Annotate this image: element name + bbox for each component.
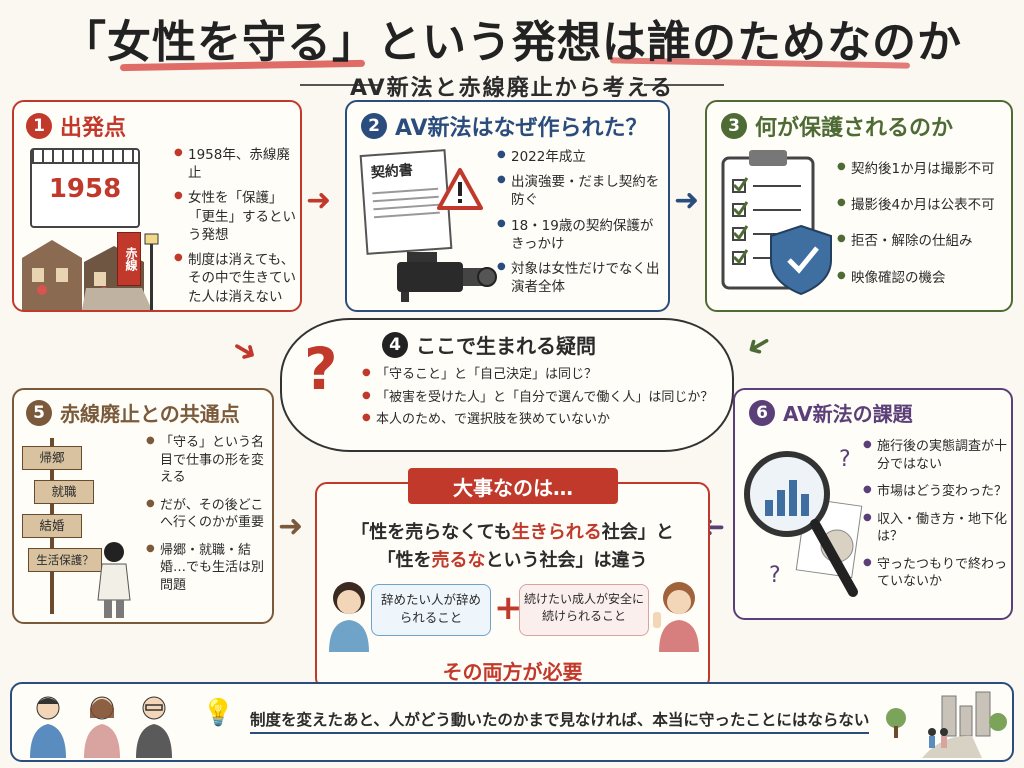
section-1-bullets: 1958年、赤線廃止 女性を「保護」「更生」するという発想 制度は消えても、その… — [174, 146, 298, 313]
section-2-bullets: 2022年成立 出演強要・だまし契約を防ぐ 18・19歳の契約保護がきっかけ 対… — [497, 148, 663, 304]
list-item: 制度は消えても、その中で生きていた人は消えない — [174, 251, 298, 306]
section-5-number: 5 — [26, 399, 52, 426]
list-item: 拒否・解除の仕組み — [837, 232, 1007, 250]
section-3-bullets: 契約後1か月は撮影不可 撮影後4か月は公表不可 拒否・解除の仕組み 映像確認の機… — [837, 160, 1007, 294]
center-conclusion-box: 「性を売らなくても生きられる社会」と 「性を売るなという社会」は違う 辞めたい人… — [315, 482, 710, 690]
list-item: 対象は女性だけでなく出演者全体 — [497, 260, 663, 296]
section-5-heading: 5 赤線廃止との共通点 — [26, 398, 240, 427]
section-3-heading: 3 何が保護されるのか — [721, 110, 953, 142]
section-4-thought-cloud: ? 4 ここで生まれる疑問 「守ること」と「自己決定」は同じ？ 「被害を受けた人… — [280, 318, 734, 452]
bottom-message: 制度を変えたあと、人がどう動いたのかまで見なければ、本当に守ったことにはならない — [250, 708, 870, 734]
section-1-number: 1 — [26, 113, 52, 139]
list-item: 「守ること」と「自己決定」は同じ？ — [362, 366, 722, 384]
list-item: 「被害を受けた人」と「自分で選んで働く人」は同じか？ — [362, 389, 722, 407]
section-2-heading: 2 AV新法はなぜ作られた？ — [361, 110, 648, 142]
section-6-title: AV新法の課題 — [783, 402, 913, 426]
section-6: 6 AV新法の課題 ? ? 施行後の実態調査が十分ではない 市場はどう変わった？… — [733, 388, 1013, 620]
list-item: 女性を「保護」「更生」するという発想 — [174, 189, 298, 244]
center-line-2: 「性を売るなという社会」は違う — [377, 550, 648, 571]
list-item: 本人のため、で選択肢を狭めていないか — [362, 411, 722, 429]
section-1-heading: 1 出発点 — [26, 110, 126, 142]
left-speech-bubble: 辞めたい人が辞められること — [371, 584, 491, 636]
magnifier-chart-icon: ? ? — [744, 447, 863, 597]
city-path-icon — [886, 691, 1007, 758]
section-6-bullets: 施行後の実態調査が十分ではない 市場はどう変わった？ 収入・働き方・地下化は？ … — [863, 438, 1009, 598]
section-5-title: 赤線廃止との共通点 — [60, 402, 240, 426]
lightbulb-icon: 💡 — [202, 698, 235, 728]
section-1: 1 出発点 1958 赤線 1958年、赤線廃止 女性を「保護」「更生」するとい… — [12, 100, 302, 312]
svg-text:?: ? — [769, 563, 781, 588]
svg-text:?: ? — [839, 447, 851, 472]
calendar-year: 1958 — [48, 174, 122, 204]
list-item: 施行後の実態調査が十分ではない — [863, 438, 1009, 473]
list-item: 出演強要・だまし契約を防ぐ — [497, 173, 663, 209]
list-item: 18・19歳の契約保護がきっかけ — [497, 217, 663, 253]
list-item: 市場はどう変わった？ — [863, 483, 1009, 501]
section-6-number: 6 — [749, 399, 775, 426]
section-5: 5 赤線廃止との共通点 帰郷 就職 結婚 生活保護？ 「守る」という名目で仕事の… — [12, 388, 274, 624]
arrow-right-icon: ➜ — [674, 183, 700, 218]
right-speech-bubble: 続けたい成人が安全に続けられること — [519, 584, 649, 636]
section-4-number: 4 — [382, 331, 408, 358]
section-1-title: 出発点 — [60, 116, 127, 141]
section-3-title: 何が保護されるのか — [755, 116, 954, 141]
list-item: 「守る」という名目で仕事の形を変える — [146, 434, 270, 487]
page-subtitle: AV新法と赤線廃止から考える — [350, 76, 674, 101]
sign-homecoming: 帰郷 — [22, 446, 82, 470]
woman-left-avatar — [329, 582, 369, 652]
arrow-right-icon: ➜ — [306, 183, 332, 218]
plus-icon: + — [494, 588, 523, 628]
red-light-sign: 赤線 — [117, 232, 141, 286]
people-group-icon — [30, 696, 172, 758]
sign-marriage: 結婚 — [22, 514, 82, 538]
section-3: 3 何が保護されるのか 契約後1か月は撮影不可 撮影後4か月は公表不可 拒否・解… — [705, 100, 1013, 312]
list-item: 守ったつもりで終わっていないか — [863, 556, 1009, 591]
arrow-down-right-icon: ➜ — [225, 329, 265, 373]
list-item: だが、その後どこへ行くのかが重要 — [146, 497, 270, 532]
list-item: 収入・働き方・地下化は？ — [863, 511, 1009, 546]
warning-icon — [437, 168, 483, 210]
bottom-message-bar: 💡 制度を変えたあと、人がどう動いたのかまで見なければ、本当に守ったことにはなら… — [10, 682, 1014, 762]
list-item: 1958年、赤線廃止 — [174, 146, 298, 182]
section-6-heading: 6 AV新法の課題 — [749, 398, 913, 427]
subtitle-rule-left — [300, 84, 380, 86]
sign-employment: 就職 — [34, 480, 94, 504]
center-footer: その両方が必要 — [442, 660, 583, 684]
contract-label: 契約書 — [370, 162, 414, 182]
video-camera-icon — [397, 252, 497, 302]
section-2-number: 2 — [361, 113, 387, 139]
question-mark-icon: ? — [304, 335, 338, 403]
clipboard-checklist-icon — [721, 150, 832, 296]
list-item: 2022年成立 — [497, 148, 663, 166]
section-5-bullets: 「守る」という名目で仕事の形を変える だが、その後どこへ行くのかが重要 帰郷・就… — [146, 434, 270, 601]
section-3-number: 3 — [721, 113, 747, 139]
calendar-icon: 1958 — [30, 148, 140, 228]
page-title: 「女性を守る」という発想は誰のためなのか — [62, 17, 962, 68]
center-banner: 大事なのは… — [408, 468, 618, 504]
center-line-1: 「性を売らなくても生きられる社会」と — [351, 522, 674, 543]
section-4-title: ここで生まれる疑問 — [416, 334, 596, 358]
woman-back-figure-icon — [97, 542, 131, 618]
section-2: 2 AV新法はなぜ作られた？ 契約書 2022年成立 出演強要・だまし契約を防ぐ… — [345, 100, 670, 312]
arrow-down-left-icon: ➜ — [739, 323, 779, 367]
calendar-rings — [32, 150, 138, 164]
woman-right-avatar — [653, 582, 699, 652]
subtitle-rule-right — [644, 84, 724, 86]
section-4-heading: 4 ここで生まれる疑問 — [382, 330, 596, 359]
sign-welfare: 生活保護？ — [28, 548, 102, 572]
arrow-right-icon: ➜ — [278, 509, 304, 544]
section-2-title: AV新法はなぜ作られた？ — [395, 116, 648, 141]
street-illustration — [22, 233, 159, 310]
list-item: 契約後1か月は撮影不可 — [837, 160, 1007, 178]
list-item: 撮影後4か月は公表不可 — [837, 196, 1007, 214]
list-item: 帰郷・就職・結婚…でも生活は別問題 — [146, 542, 270, 595]
list-item: 映像確認の機会 — [837, 269, 1007, 287]
section-4-bullets: 「守ること」と「自己決定」は同じ？ 「被害を受けた人」と「自分で選んで働く人」は… — [362, 366, 722, 436]
